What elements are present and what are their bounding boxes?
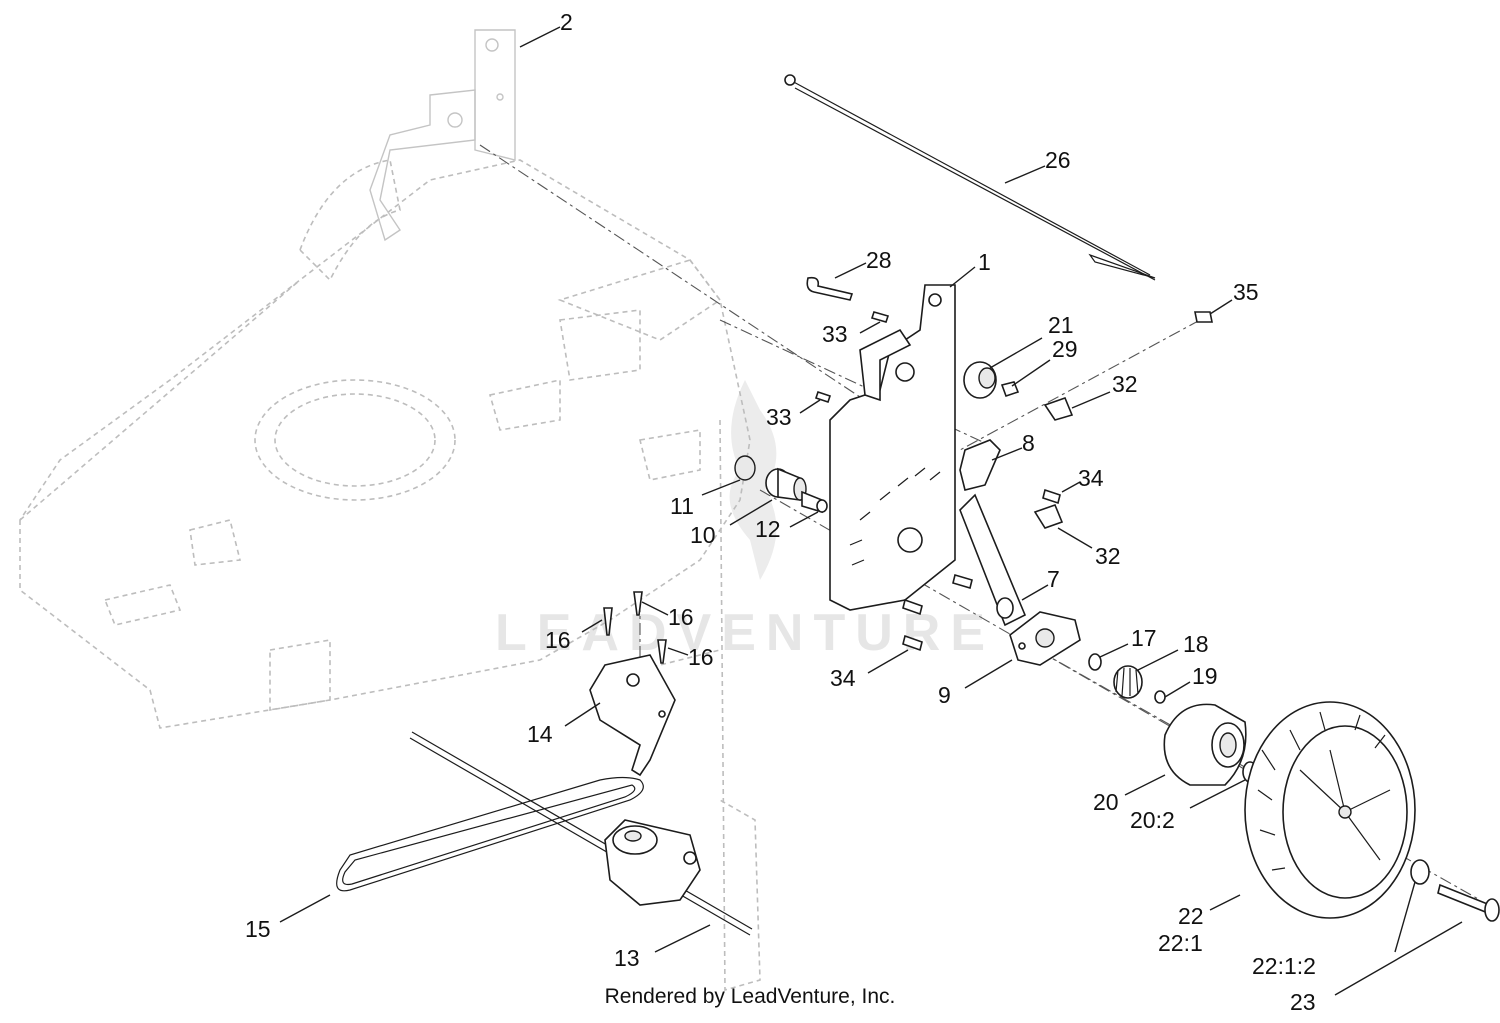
callout-15: 15 [245,916,271,942]
callout-16-right: 16 [668,604,694,630]
callout-20-2: 20:2 [1130,807,1175,833]
callout-10: 10 [690,522,716,548]
part-2-bracket [369,29,516,242]
part-7-lever [959,493,1027,627]
part-32-caps [1033,396,1074,529]
part-29-nut [1000,381,1020,398]
callout-14: 14 [527,721,553,747]
callout-1: 1 [978,249,991,275]
callout-12: 12 [755,516,781,542]
part-21-spacer [963,361,997,399]
callout-22-1-2: 22:1:2 [1252,953,1316,979]
part-33-screws [814,311,890,404]
callout-21: 21 [1048,312,1074,338]
leader-lines [279,26,1463,996]
part-18-gear [1113,665,1143,699]
part-34-bolts [902,488,1061,652]
part-26-cable [784,74,1156,281]
callout-32-top: 32 [1112,371,1138,397]
part-1-height-bracket [829,284,956,611]
part-14-bracket [589,654,676,777]
callout-16-lower: 16 [688,644,714,670]
callout-33-top: 33 [822,321,848,347]
part-13-transmission [409,731,753,936]
part-9-plate [1009,611,1081,666]
rendered-by-footer: Rendered by LeadVenture, Inc. [604,985,896,1008]
callout-26: 26 [1045,147,1071,173]
callout-22: 22 [1178,903,1204,929]
callout-23: 23 [1290,989,1316,1015]
part-20-hub [1163,703,1247,786]
callout-18: 18 [1183,631,1209,657]
callout-22-1: 22:1 [1158,930,1203,956]
part-23-bolt [1437,883,1500,922]
part-17-washer [1088,653,1102,671]
callout-34-bottom: 34 [830,665,856,691]
part-12-spacer [801,490,828,514]
part-10-bushing [765,467,807,501]
part-35-screw [1194,311,1213,323]
callout-8: 8 [1022,430,1035,456]
part-8-knob [959,439,1001,491]
callout-17: 17 [1131,625,1157,651]
callout-35: 35 [1233,279,1259,305]
callout-34-top: 34 [1078,465,1104,491]
callout-32-bottom: 32 [1095,543,1121,569]
part-22-1-2-washer [1410,859,1430,885]
callout-9: 9 [938,682,951,708]
part-11-washer [734,455,756,481]
callout-29: 29 [1052,336,1078,362]
callout-16-left: 16 [545,627,571,653]
part-22-wheel [1244,701,1416,919]
callout-20: 20 [1093,789,1119,815]
part-15-belt [336,776,644,892]
callout-19: 19 [1192,663,1218,689]
part-16-screws [603,591,667,664]
callout-13: 13 [614,945,640,971]
callout-11: 11 [670,493,694,519]
callout-labels: 2 26 28 1 35 33 21 29 32 33 8 34 11 10 1… [245,9,1316,1015]
callout-2: 2 [560,9,573,35]
part-28-pin [806,276,854,301]
part-19-ring [1154,690,1166,704]
callout-33-mid: 33 [766,404,792,430]
callout-7: 7 [1047,566,1060,592]
callout-28: 28 [866,247,892,273]
